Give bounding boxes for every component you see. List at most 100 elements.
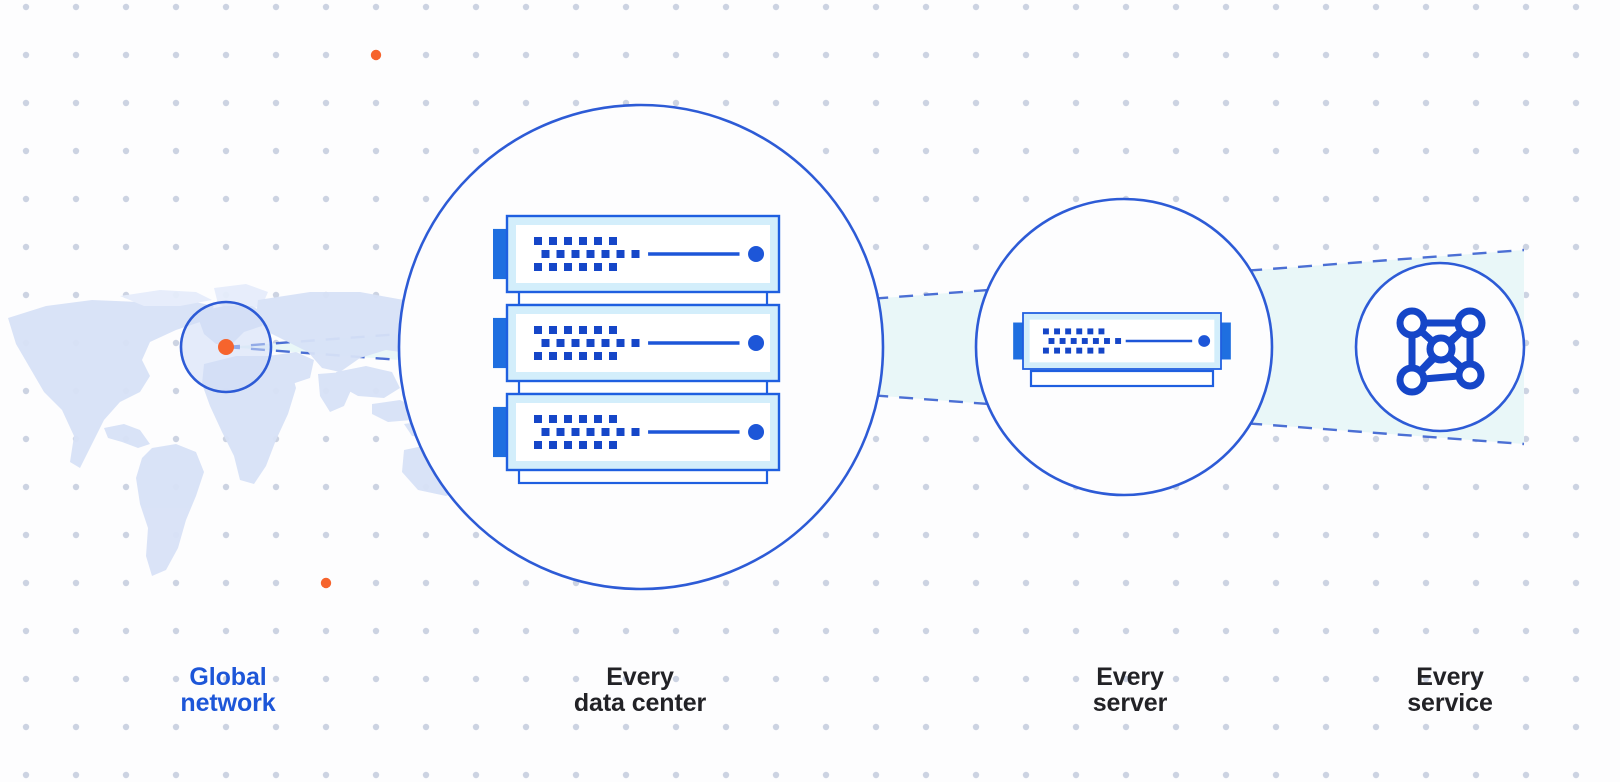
grid-dot [1422,675,1430,683]
grid-dot [522,771,530,779]
grid-dot [22,579,30,587]
led-dot [564,237,572,245]
grid-dot [1322,3,1330,11]
grid-dot [222,771,230,779]
grid-dot [72,51,80,59]
server-side-tab-left [493,406,509,458]
grid-dot [122,195,130,203]
grid-dot [522,579,530,587]
grid-dot [622,51,630,59]
grid-dot [1172,723,1180,731]
grid-dot [322,3,330,11]
grid-dot [172,99,180,107]
led-dot [579,237,587,245]
grid-dot [1222,3,1230,11]
grid-dot [672,3,680,11]
grid-dot [872,243,880,251]
grid-dot [1322,771,1330,779]
grid-dot [522,675,530,683]
grid-dot [1272,147,1280,155]
grid-dot [1022,627,1030,635]
server-rack [493,214,781,485]
grid-dot [1322,675,1330,683]
grid-dot [1372,531,1380,539]
grid-dot [822,579,830,587]
led-dot [1048,338,1055,344]
grid-dot [922,627,930,635]
grid-dot [872,579,880,587]
grid-dot [1272,531,1280,539]
grid-dot [422,195,430,203]
grid-dot [72,771,80,779]
led-matrix [534,415,640,449]
grid-dot [972,99,980,107]
grid-dot [872,99,880,107]
grid-dot [222,243,230,251]
led-dot [1054,328,1060,335]
grid-dot [222,3,230,11]
led-dot [541,428,550,436]
grid-dot [22,3,30,11]
grid-dot [1272,195,1280,203]
grid-dot [1122,99,1130,107]
grid-dot [572,771,580,779]
grid-dot [572,3,580,11]
grid-dot [422,147,430,155]
grid-dot [272,99,280,107]
grid-dot [22,483,30,491]
grid-dot [672,99,680,107]
grid-dot [1222,531,1230,539]
grid-dot [1372,723,1380,731]
grid-dot [72,723,80,731]
grid-dot [1572,627,1580,635]
grid-dot [1072,627,1080,635]
grid-dot [72,99,80,107]
grid-dot [1072,531,1080,539]
grid-dot [422,579,430,587]
grid-dot [1022,579,1030,587]
led-dot [616,428,625,436]
led-dot [571,428,580,436]
grid-dot [1572,195,1580,203]
led-dot [609,352,617,360]
grid-dot [1272,675,1280,683]
grid-dot [22,243,30,251]
grid-dot [1522,387,1530,395]
grid-dot [1572,291,1580,299]
network-nodes [1396,307,1486,396]
grid-dot [172,723,180,731]
grid-dot [1172,147,1180,155]
led-dot [556,339,565,347]
led-dot [609,263,617,271]
grid-dot [1522,195,1530,203]
grid-dot [872,531,880,539]
grid-dot [22,147,30,155]
grid-dot [72,531,80,539]
grid-dot [1172,675,1180,683]
grid-dot [1572,243,1580,251]
grid-dot [1322,51,1330,59]
grid-dot [1122,723,1130,731]
grid-dot [172,579,180,587]
label-every-service: Every service [1407,663,1493,717]
grid-dot [422,99,430,107]
grid-dot [772,627,780,635]
led-dot [571,339,580,347]
grid-dot [572,51,580,59]
grid-dot [1472,51,1480,59]
grid-dot [172,387,180,395]
single-server-body [1013,312,1231,370]
grid-dot [1172,579,1180,587]
grid-dot [1322,99,1330,107]
grid-dot [122,243,130,251]
led-dot [1065,328,1072,335]
grid-dot [272,675,280,683]
grid-dot [272,579,280,587]
grid-dot [122,99,130,107]
grid-dot [922,579,930,587]
grid-dot [1422,531,1430,539]
grid-dot [72,627,80,635]
grid-dot [422,3,430,11]
grid-dot [1122,531,1130,539]
